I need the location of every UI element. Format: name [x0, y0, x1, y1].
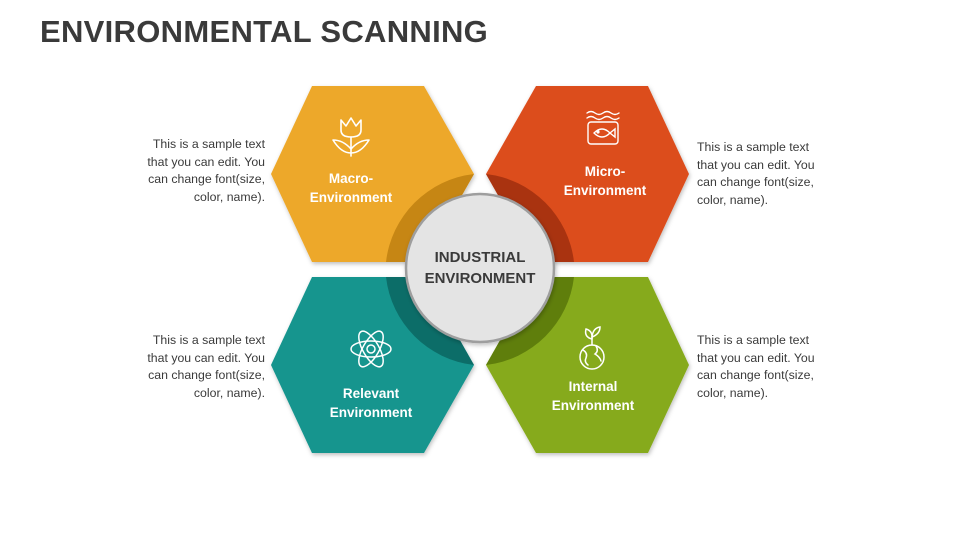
desc-line: that you can edit. You [697, 157, 815, 172]
desc-line: can change font(size, [697, 368, 814, 382]
desc-line: This is a sample text [152, 333, 265, 347]
globe-sprout-icon [579, 326, 605, 370]
label-internal-line2: Environment [552, 398, 635, 413]
label-relevant-line1: Relevant [343, 386, 400, 401]
desc-line: color, name). [193, 189, 265, 204]
desc-line: This is a sample text [697, 333, 810, 347]
hex-macro[interactable]: Macro- Environment [271, 86, 474, 262]
desc-line: that you can edit. You [147, 154, 265, 169]
tulip-icon [332, 117, 370, 157]
desc-line: color, name). [193, 385, 265, 400]
hex-internal[interactable]: Internal Environment [486, 277, 689, 453]
desc-line: This is a sample text [697, 140, 810, 154]
desc-relevant: This is a sample text that you can edit.… [115, 332, 265, 402]
ocean-fish-icon [586, 110, 620, 145]
center-node[interactable]: INDUSTRIAL ENVIRONMENT [404, 192, 556, 344]
label-macro-line2: Environment [310, 190, 393, 205]
label-macro-line1: Macro- [329, 171, 373, 186]
center-circle [404, 192, 556, 344]
desc-micro: This is a sample text that you can edit.… [697, 139, 847, 209]
label-micro-line1: Micro- [585, 164, 626, 179]
desc-line: can change font(size, [148, 368, 265, 382]
desc-line: This is a sample text [152, 137, 265, 151]
label-internal-line1: Internal [569, 379, 618, 394]
label-relevant-line2: Environment [330, 405, 413, 420]
desc-line: color, name). [697, 192, 769, 207]
desc-line: can change font(size, [697, 175, 814, 189]
desc-line: can change font(size, [148, 172, 265, 186]
desc-line: that you can edit. You [697, 350, 815, 365]
page-title: ENVIRONMENTAL SCANNING [40, 14, 489, 49]
desc-line: color, name). [697, 385, 769, 400]
atom-icon [350, 330, 392, 368]
center-label-line1: INDUSTRIAL [435, 249, 526, 266]
desc-internal: This is a sample text that you can edit.… [697, 332, 847, 402]
desc-line: that you can edit. You [147, 350, 265, 365]
label-micro-line2: Environment [564, 183, 647, 198]
center-label-line2: ENVIRONMENT [425, 270, 536, 287]
desc-macro: This is a sample text that you can edit.… [115, 136, 265, 206]
